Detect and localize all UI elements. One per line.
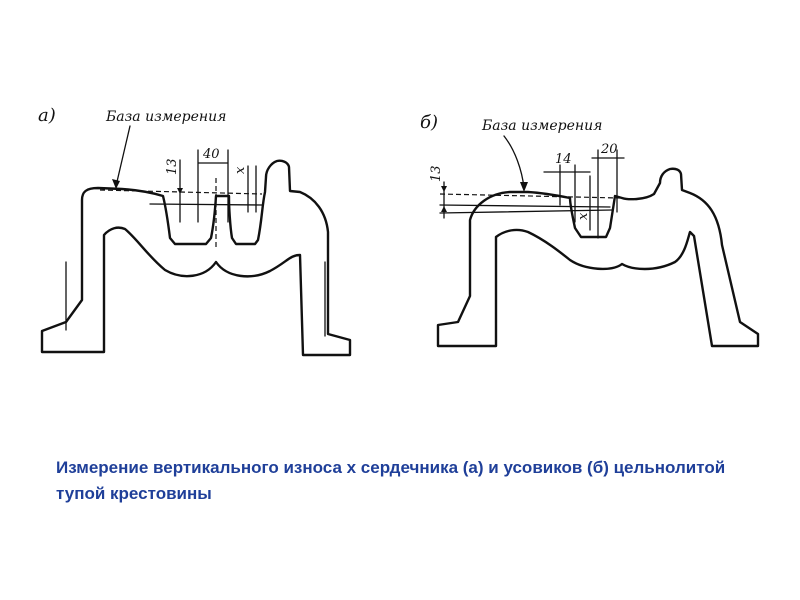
figure-a-dim40-lines xyxy=(197,149,229,223)
figure-b-dim14-lines xyxy=(543,164,591,223)
figure-a-dim-height: 13 xyxy=(165,158,180,175)
figure-a-worn-line xyxy=(149,203,263,206)
figure-b-contour xyxy=(436,167,760,348)
figure-a-dim13-arrow xyxy=(177,188,183,194)
figure-b-worn-lines xyxy=(439,204,613,214)
figure-b-dim13-arrows xyxy=(441,186,447,212)
figure-a-base-label: База измерения xyxy=(105,109,226,125)
figure-a: а) База измерения 13 40 x xyxy=(38,105,352,357)
figure-b-dim20-lines xyxy=(591,149,625,239)
figure-a-dim-x: x xyxy=(233,166,248,174)
figure-b-base-label: База измерения xyxy=(481,118,602,134)
figure-a-base-arrowhead xyxy=(112,179,120,189)
figure-b-base-arrowhead xyxy=(520,182,528,192)
figure-caption: Измерение вертикального износа х сердечн… xyxy=(56,458,726,503)
figure-b-dim-width-1: 14 xyxy=(555,152,572,167)
figure-a-contour xyxy=(40,159,352,357)
figure-b-dim-width-2: 20 xyxy=(600,142,618,157)
figure-b-dim-x: x xyxy=(576,212,591,220)
figure-b-base-leader xyxy=(503,135,525,189)
figure-b-label: б) xyxy=(420,112,438,133)
figure-b: б) База измерения 13 14 20 x xyxy=(420,112,760,348)
figure-a-dimx-lines xyxy=(247,165,257,213)
figure-b-dim-height: 13 xyxy=(429,165,444,182)
figure-a-label: а) xyxy=(38,105,56,126)
figure-a-dim-width: 40 xyxy=(202,147,220,162)
figure-b-base-line xyxy=(439,193,621,199)
figure-a-base-leader xyxy=(115,125,131,187)
